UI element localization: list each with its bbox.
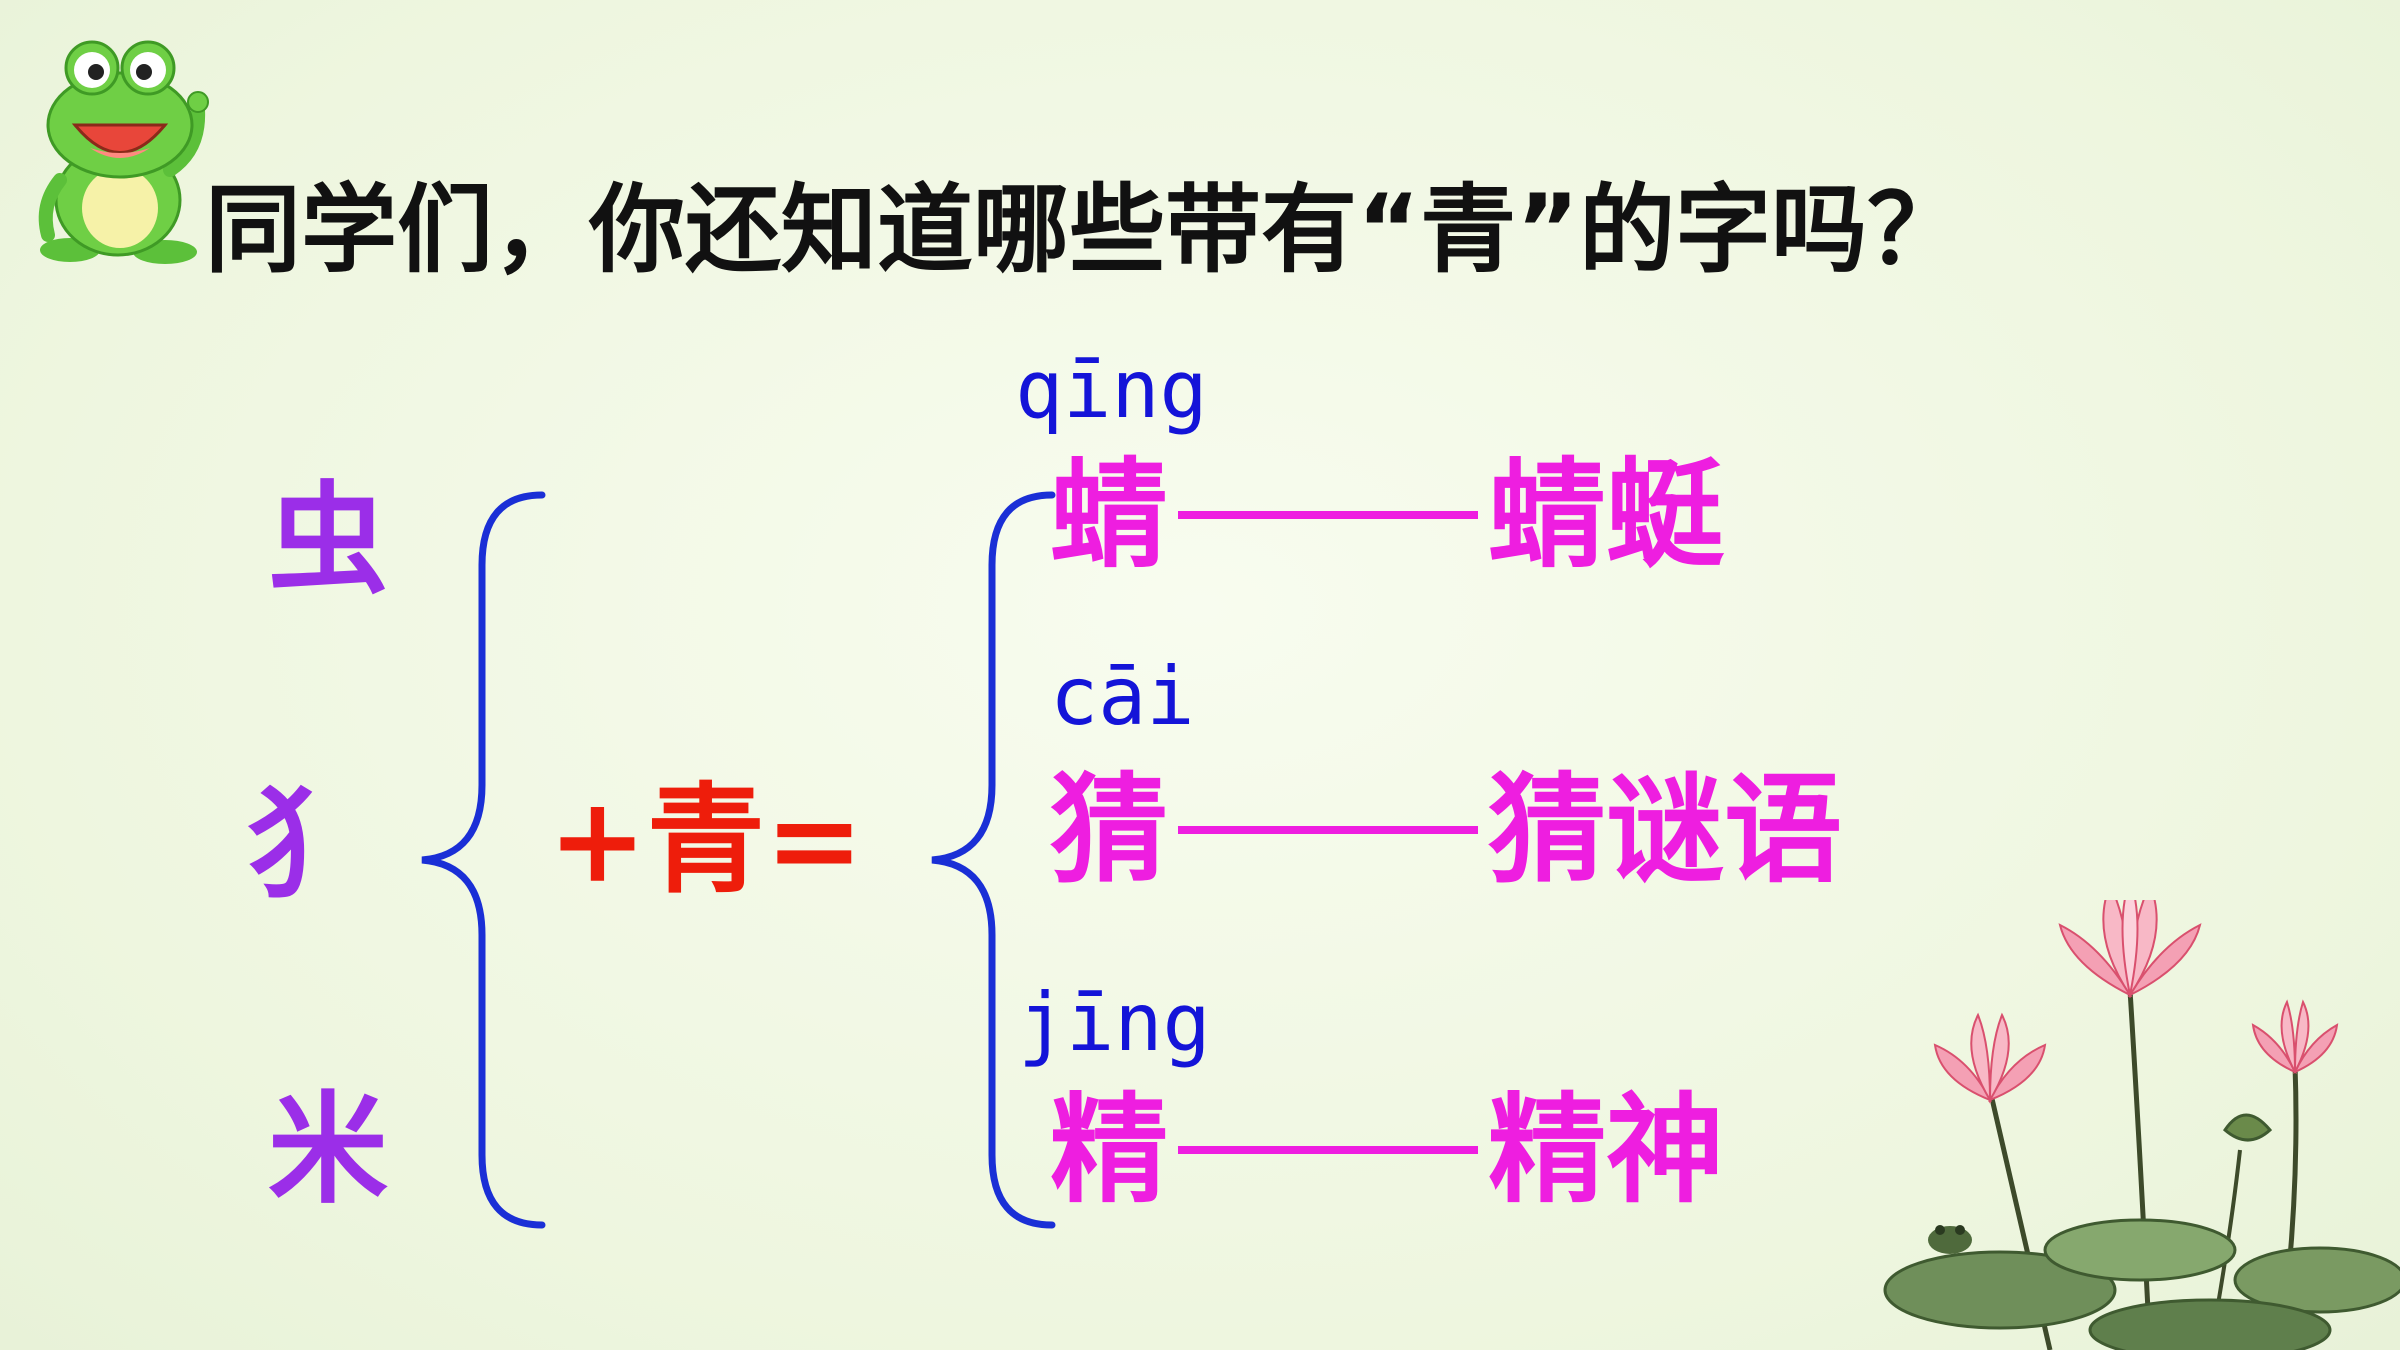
result-char: 精 (1050, 1080, 1169, 1219)
result-word: 精神 (1488, 1080, 1725, 1219)
dash-connector (1178, 826, 1479, 834)
radical-insect: 虫 (268, 469, 388, 610)
result-row-qing: 蜻 蜻蜓 (1050, 440, 1724, 590)
frog-mascot-icon (38, 40, 209, 264)
result-word: 猜谜语 (1488, 760, 1843, 899)
equation-plus-qing: +青= (548, 770, 864, 909)
radical-rice: 米 (268, 1079, 388, 1220)
result-row-jing: 精 精神 (1050, 1075, 1724, 1225)
pinyin-cai: cāi (1050, 650, 1195, 743)
pinyin-jing: jīng (1018, 976, 1211, 1069)
radical-dog: 犭 (246, 774, 366, 915)
right-brace-icon (931, 491, 1056, 1229)
dash-connector (1178, 1146, 1479, 1154)
result-char: 猜 (1050, 760, 1169, 899)
result-char: 蜻 (1050, 445, 1169, 584)
page-title: 同学们，你还知道哪些带有“青”的字吗？ (205, 174, 1964, 286)
left-brace-icon (421, 491, 546, 1229)
lotus-illustration-icon (1883, 900, 2400, 1350)
dash-connector (1178, 511, 1479, 519)
result-word: 蜻蜓 (1488, 445, 1725, 584)
pinyin-qing: qīng (1015, 343, 1208, 436)
result-row-cai: 猜 猜谜语 (1050, 755, 1842, 905)
